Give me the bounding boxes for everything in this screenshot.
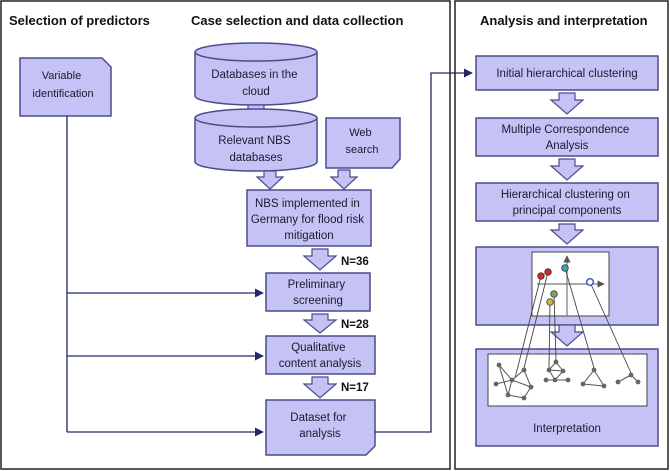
node-dataset-for-analysis: Dataset for analysis [265,399,376,456]
heading-selection-of-predictors: Selection of predictors [9,13,150,28]
node-hierarchical-clustering-pc: Hierarchical clustering on principal com… [475,182,659,222]
node-web-search: Web search [325,117,401,169]
heading-case-selection: Case selection and data collection [191,13,403,28]
count-n28: N=28 [341,319,369,331]
svg-text:Databases in the cloud: Databases in the cloud [211,69,301,98]
dot-olive [550,290,558,298]
svg-text:Multiple Correspondence: Multiple Correspondence Analysis [501,124,632,152]
svg-text:Relevant NBS databases: Relevant NBS databases [218,135,293,164]
cluster-network-3-nodes [580,367,607,389]
dot-red-2 [544,268,552,276]
count-n17: N=17 [341,382,369,394]
node-interpretation: Interpretation [475,348,659,447]
node-preliminary-screening: Preliminary screening [265,272,371,312]
svg-text:Preliminary screening: Preliminary screening [288,279,349,307]
node-nbs-implemented-germany: NBS implemented in Germany for flood ris… [246,189,372,247]
cluster-network-1 [495,364,532,399]
node-databases-in-the-cloud: Databases in the cloud [194,42,318,106]
cluster-network-1-nodes [493,362,534,401]
node-variable-identification: Variable identification [19,57,112,117]
arrow-initial-to-mca [549,92,585,115]
arrow-plot-to-interpretation [549,324,585,347]
connector-dataset-to-clustering [375,68,473,433]
arrow-relevant-to-nbs [255,170,285,190]
cluster-network-2-nodes [543,359,571,383]
node-relevant-nbs-databases: Relevant NBS databases [194,108,318,172]
svg-text:Hierarchical clustering on: Hierarchical clustering on principal com… [501,189,633,217]
arrow-qualitative-to-dataset [302,376,338,399]
node-initial-hierarchical-clustering: Initial hierarchical clustering [475,55,659,91]
svg-text:Initial hierarchical clusterin: Initial hierarchical clustering [496,68,637,80]
left-panel-frame [0,0,451,470]
svg-text:NBS implemented in Germa: NBS implemented in Germany for flood ris… [251,198,367,242]
dot-to-cluster-lines [514,267,632,379]
dot-teal [561,264,569,272]
dot-yellow [546,298,554,306]
svg-text:Qualitative content anal: Qualitative content analysis [279,342,362,370]
factor-map-dots [537,264,595,306]
arrow-screening-to-qualitative [302,313,338,334]
dot-blue [586,278,595,287]
arrow-web-to-nbs [329,169,359,190]
heading-analysis-interpretation: Analysis and interpretation [480,13,648,28]
node-qualitative-content-analysis: Qualitative content analysis [265,335,376,375]
node-multiple-correspondence-analysis: Multiple Correspondence Analysis [475,117,659,157]
predictor-connectors [66,116,264,437]
svg-text:Interpretation: Interpretation [533,423,601,435]
svg-text:Web search: Web search [345,127,378,156]
cluster-network-4-nodes [615,372,641,385]
arrow-hcpc-to-plot [549,223,585,245]
arrow-mca-to-hcpc [549,158,585,181]
arrow-nbs-to-screening [302,248,338,271]
right-panel-frame [454,0,669,470]
cluster-network-3 [582,369,605,387]
factor-map-panel [475,246,659,326]
count-n36: N=36 [341,256,369,268]
svg-text:Dataset for analysis: Dataset for analysis [290,412,349,440]
dot-red-1 [537,272,545,280]
variable-identification-label: Variable identification [32,70,93,100]
